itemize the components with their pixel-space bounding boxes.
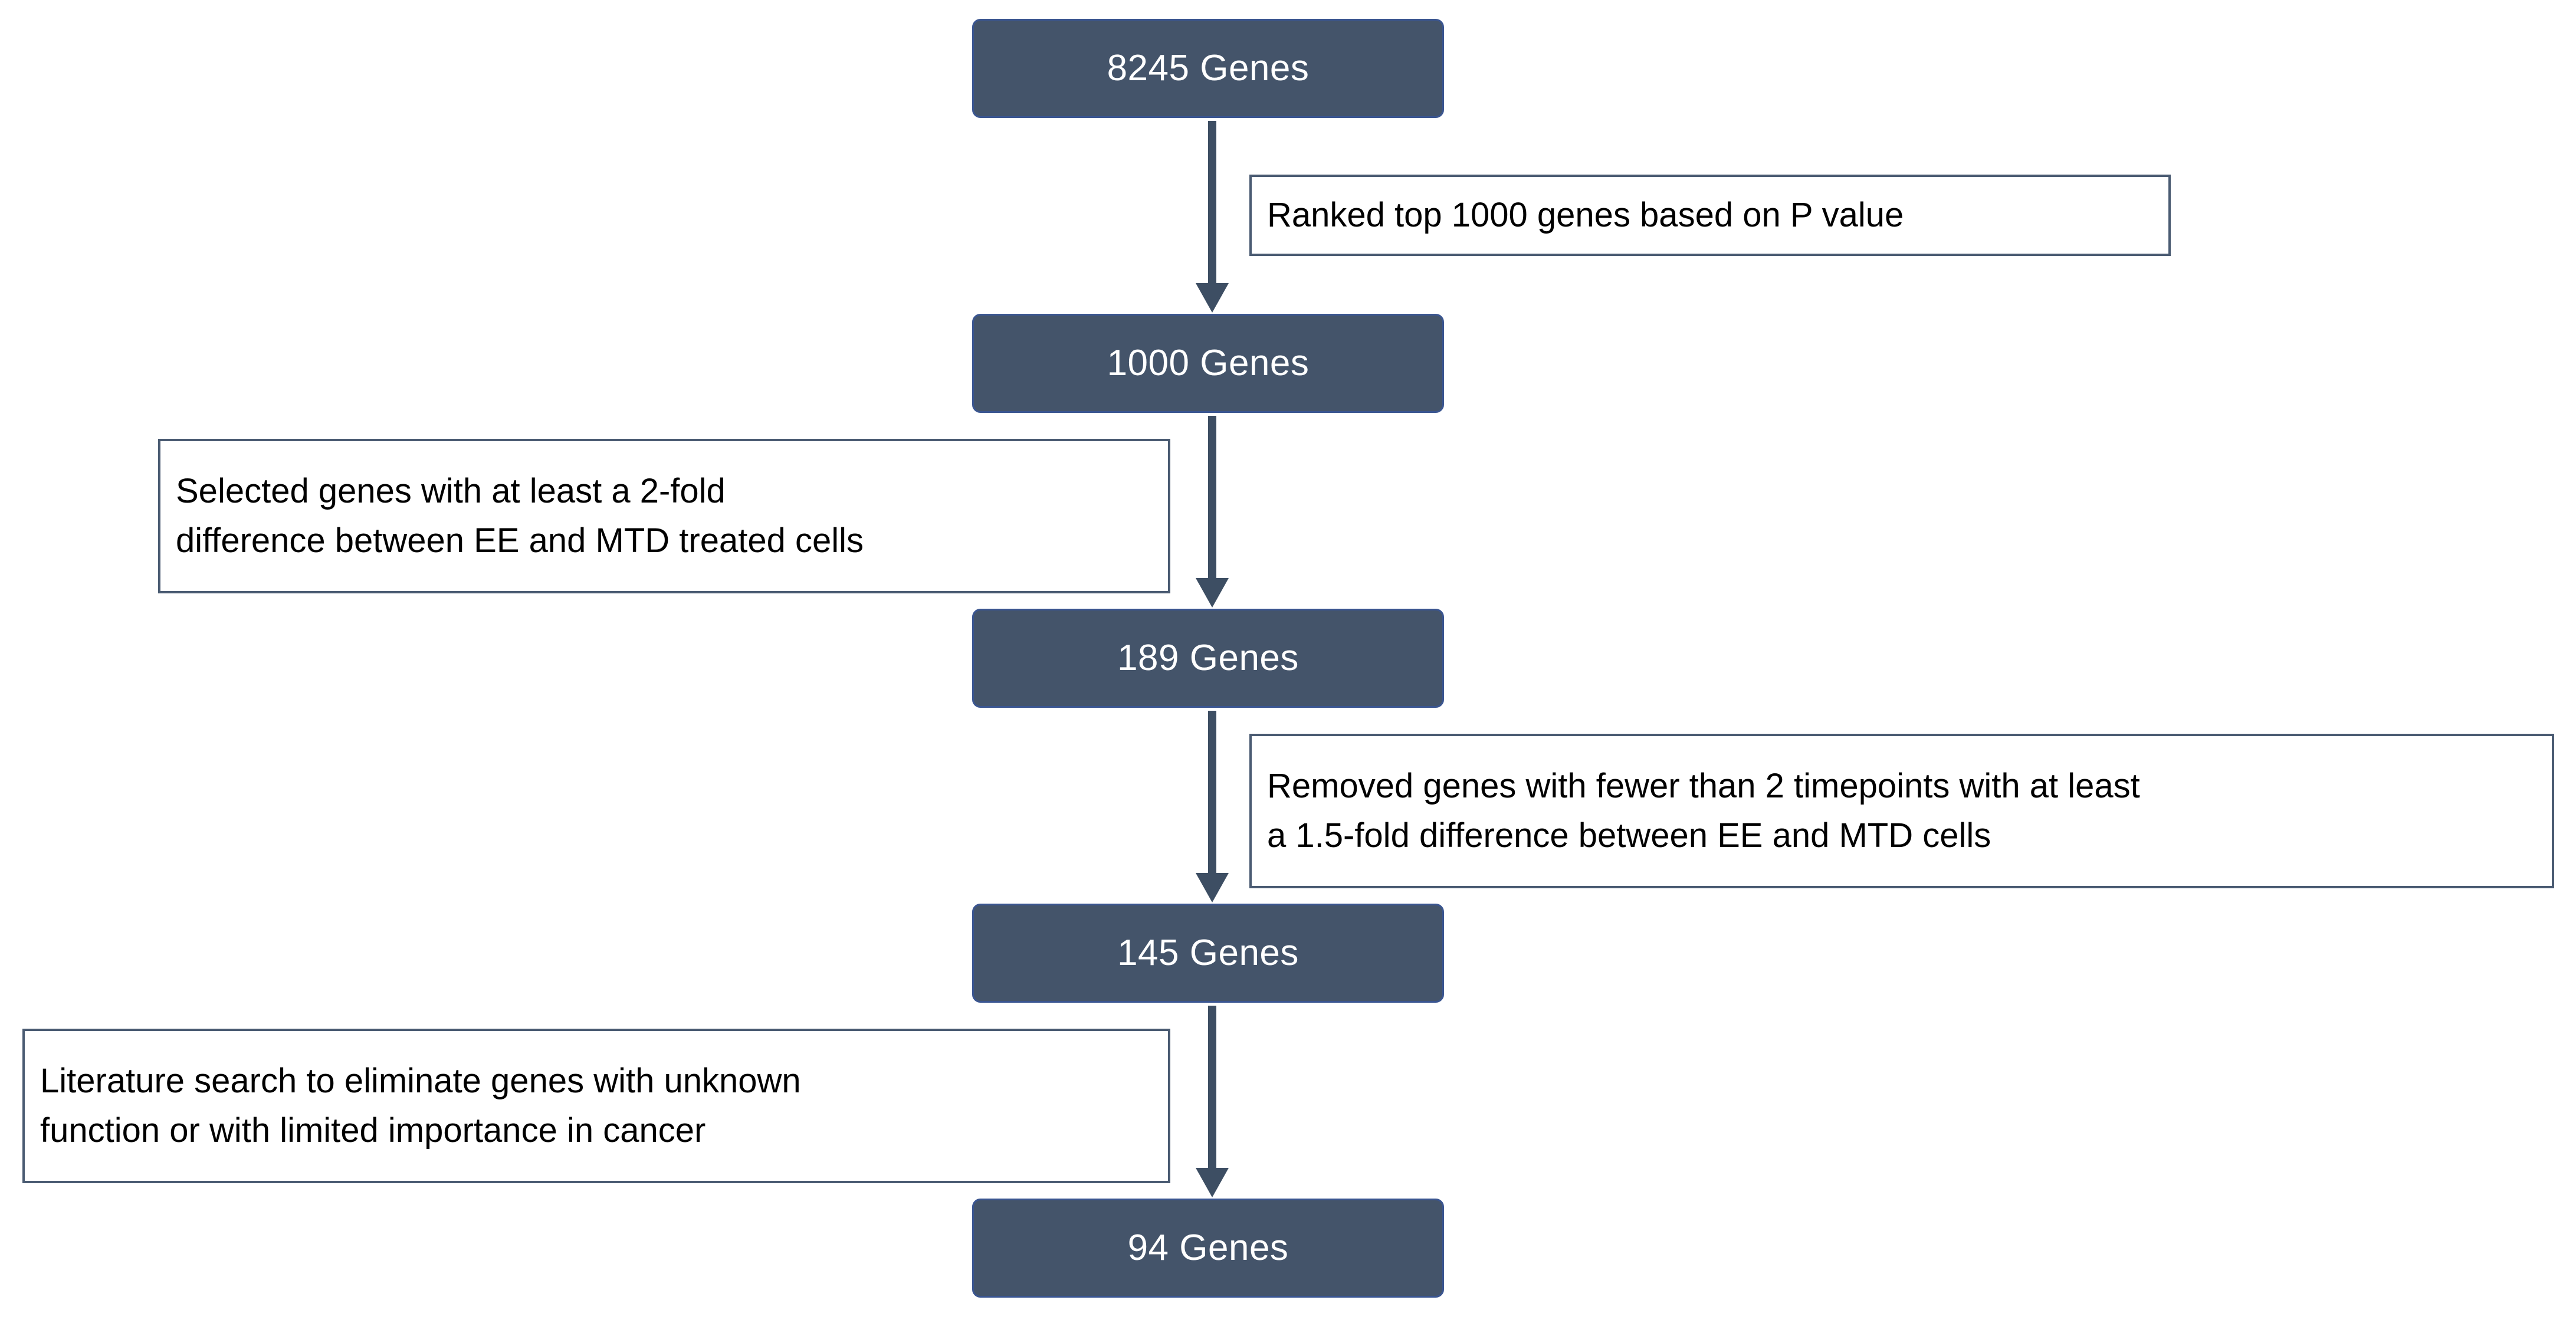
note-literature-search: Literature search to eliminate genes wit… [22,1029,1170,1183]
note-line: Selected genes with at least a 2-fold [176,471,726,510]
note-line: a 1.5-fold difference between EE and MTD… [1267,816,1991,855]
note-select-2fold: Selected genes with at least a 2-fold di… [158,439,1170,593]
note-line: function or with limited importance in c… [40,1111,706,1150]
arrow-8245-to-1000 [1183,121,1242,316]
node-145-genes[interactable]: 145 Genes [972,904,1444,1003]
arrow-189-to-145 [1183,711,1242,905]
note-line: Removed genes with fewer than 2 timepoin… [1267,766,2140,805]
node-1000-genes[interactable]: 1000 Genes [972,314,1444,413]
note-remove-fewer-timepoints: Removed genes with fewer than 2 timepoin… [1249,734,2554,888]
node-189-genes[interactable]: 189 Genes [972,609,1444,708]
node-94-genes[interactable]: 94 Genes [972,1199,1444,1298]
note-line: difference between EE and MTD treated ce… [176,521,864,560]
note-rank-top-1000: Ranked top 1000 genes based on P value [1249,175,2171,256]
arrow-1000-to-189 [1183,416,1242,610]
note-line: Literature search to eliminate genes wit… [40,1061,801,1100]
note-line: Ranked top 1000 genes based on P value [1267,195,1904,234]
node-8245-genes[interactable]: 8245 Genes [972,19,1444,118]
arrow-145-to-94 [1183,1006,1242,1200]
